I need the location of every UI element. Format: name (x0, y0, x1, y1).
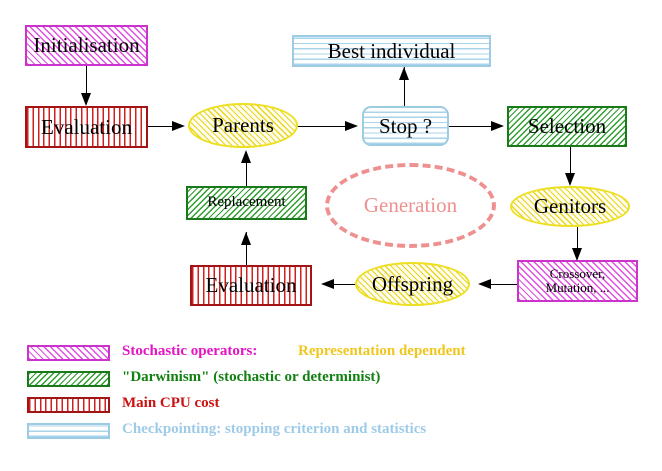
node-crossover-mutation[interactable]: Crossover, Mutation, ... (517, 260, 638, 302)
arrow-offspring-to-evaluation (321, 279, 334, 289)
edge-crossover-to-offspring (485, 284, 517, 285)
edge-stop-to-selection (449, 126, 493, 127)
node-selection[interactable]: Selection (507, 106, 627, 147)
legend-label-stochastic-operators: Stochastic operators: (122, 343, 258, 359)
node-offspring[interactable]: Offspring (355, 262, 470, 306)
arrow-evaluation-to-replacement (241, 232, 251, 245)
node-best-individual[interactable]: Best individual (292, 35, 491, 67)
node-evaluation-top[interactable]: Evaluation (25, 106, 148, 148)
arrow-initialisation-to-evaluation (81, 93, 91, 106)
node-initialisation[interactable]: Initialisation (25, 25, 148, 66)
arrow-stop-to-best-individual (399, 67, 409, 80)
edge-replacement-to-parents (246, 161, 247, 186)
node-evaluation-bottom[interactable]: Evaluation (190, 265, 312, 306)
node-parents[interactable]: Parents (188, 103, 298, 148)
edge-genitors-to-crossover (577, 227, 578, 249)
legend-label-main-cpu-cost: Main CPU cost (122, 395, 220, 411)
legend-label-representation-dependent: Representation dependent (298, 343, 466, 359)
legend-swatch-checkpointing (27, 423, 110, 439)
legend-swatch-main-cpu-cost (27, 397, 110, 413)
arrow-crossover-to-offspring (478, 279, 491, 289)
edge-selection-to-genitors (570, 147, 571, 174)
legend-label-checkpointing: Checkpointing: stopping criterion and st… (122, 421, 427, 437)
edge-parents-to-stop (298, 126, 346, 127)
arrow-selection-to-genitors (565, 173, 575, 186)
edge-evaluation-to-replacement (246, 232, 247, 265)
node-generation-cycle: Generation (325, 163, 496, 248)
legend-swatch-stochastic-operators (27, 345, 110, 361)
legend-label-darwinism: "Darwinism" (stochastic or determinist) (122, 369, 381, 385)
edge-evaluation-to-parents (148, 126, 175, 127)
edge-initialisation-to-evaluation (86, 66, 87, 96)
legend-swatch-darwinism (27, 371, 110, 387)
arrow-stop-to-selection (491, 121, 504, 131)
arrow-genitors-to-crossover (572, 248, 582, 261)
edge-stop-to-best-individual (404, 67, 405, 106)
arrow-evaluation-to-parents (172, 121, 185, 131)
node-stop[interactable]: Stop ? (362, 106, 449, 146)
node-replacement[interactable]: Replacement (186, 186, 307, 220)
node-genitors[interactable]: Genitors (510, 186, 630, 227)
arrow-parents-to-stop (345, 121, 358, 131)
arrow-replacement-to-parents (241, 150, 251, 163)
edge-offspring-to-evaluation (329, 284, 355, 285)
